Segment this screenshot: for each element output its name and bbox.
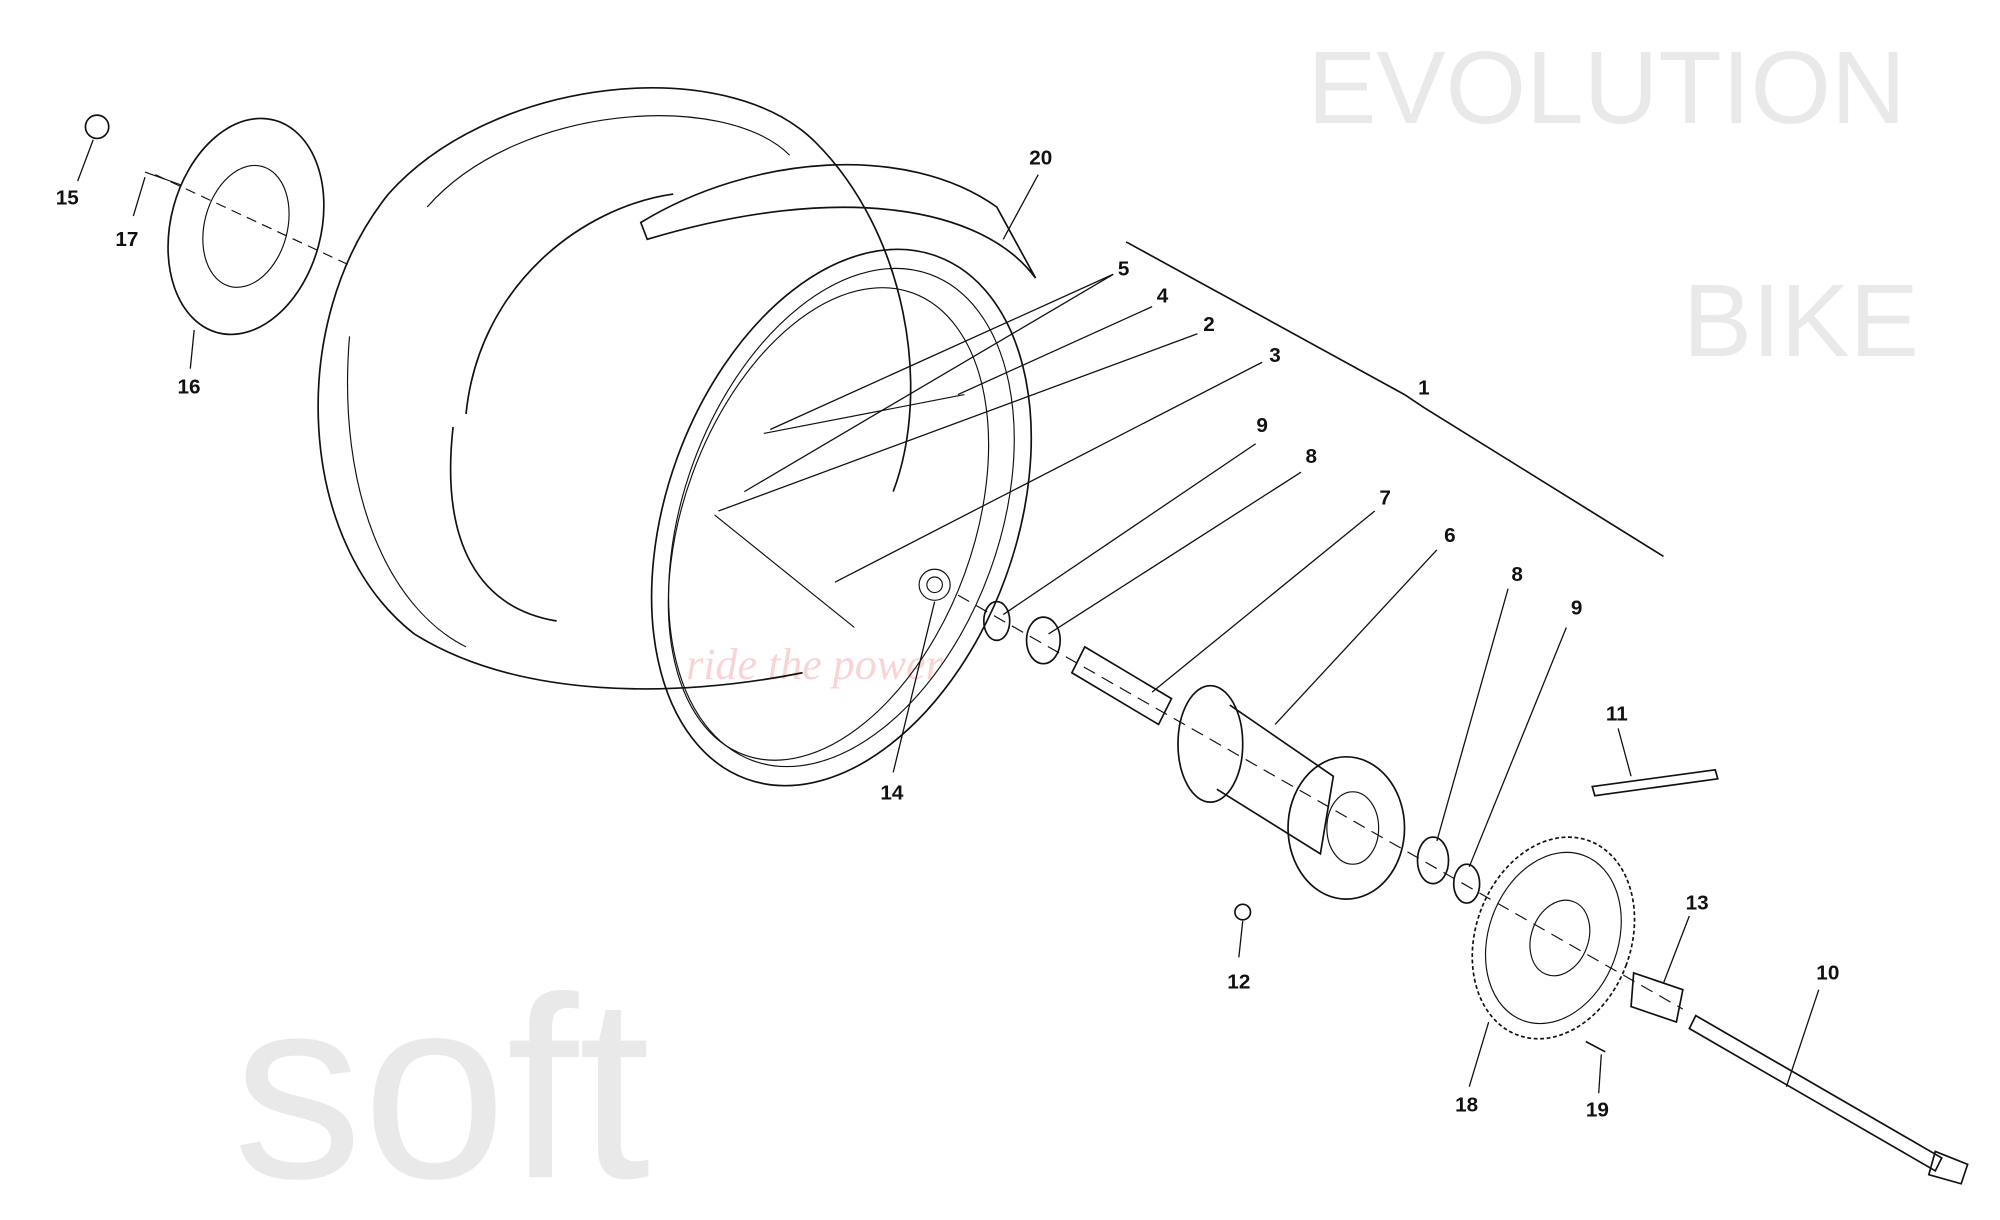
callout-19: 19	[1586, 1099, 1609, 1122]
watermark-brand-1: EVOLUTION	[1307, 29, 1905, 145]
callout-18: 18	[1455, 1093, 1478, 1116]
seal-9	[982, 600, 1011, 642]
nut-15	[84, 114, 110, 140]
callout-13: 13	[1686, 892, 1709, 915]
callout-14: 14	[880, 782, 904, 805]
callout-12: 12	[1227, 970, 1250, 993]
watermark-brand-2: BIKE	[1683, 262, 1919, 378]
spacer-7	[1070, 645, 1173, 726]
nut-12	[1234, 903, 1252, 921]
leader-lines	[77, 139, 1820, 1094]
callout-10: 10	[1816, 961, 1839, 984]
callout-4: 4	[1157, 285, 1169, 308]
bearing-8b	[1416, 836, 1450, 885]
callout-20: 20	[1029, 146, 1052, 169]
disc-axis-line	[155, 174, 350, 266]
rim-strip	[639, 163, 1037, 279]
callout-6: 6	[1444, 524, 1456, 547]
callout-7: 7	[1379, 487, 1391, 510]
watermark-tagline: ride the power	[686, 640, 944, 689]
callout-2: 2	[1203, 313, 1215, 336]
callout-15: 15	[56, 186, 79, 209]
callout-11: 11	[1606, 703, 1628, 726]
axle-10	[1688, 1014, 1969, 1185]
tire	[317, 87, 912, 690]
callout-9: 9	[1256, 414, 1268, 437]
brake-disc	[167, 117, 325, 336]
callout-9b: 9	[1571, 597, 1583, 620]
callout-8: 8	[1306, 445, 1318, 468]
bearing-8	[1025, 616, 1062, 665]
callouts: 15 17 16 20 5 4 2 3 1 9 8 7 6 8 9 11 14 …	[56, 146, 1840, 1121]
rim	[650, 248, 1033, 787]
callout-16: 16	[177, 375, 200, 398]
callout-5: 5	[1118, 258, 1130, 281]
hub-6	[1177, 684, 1406, 900]
watermark-soft: soft	[233, 943, 651, 1220]
sprocket-18	[1471, 836, 1636, 1040]
assembly-bracket-1	[1125, 241, 1664, 558]
callout-1: 1	[1418, 377, 1430, 400]
bolt-19	[1585, 1040, 1606, 1053]
seal-9b	[1452, 863, 1481, 904]
callout-3: 3	[1269, 344, 1281, 367]
watermark: EVOLUTION BIKE soft ride the power	[233, 29, 1919, 1220]
callout-17: 17	[115, 228, 138, 251]
callout-8b: 8	[1511, 563, 1523, 586]
chain-11	[1591, 768, 1719, 797]
spacer-13	[1630, 971, 1684, 1024]
axle-axis-line	[957, 594, 1684, 1010]
